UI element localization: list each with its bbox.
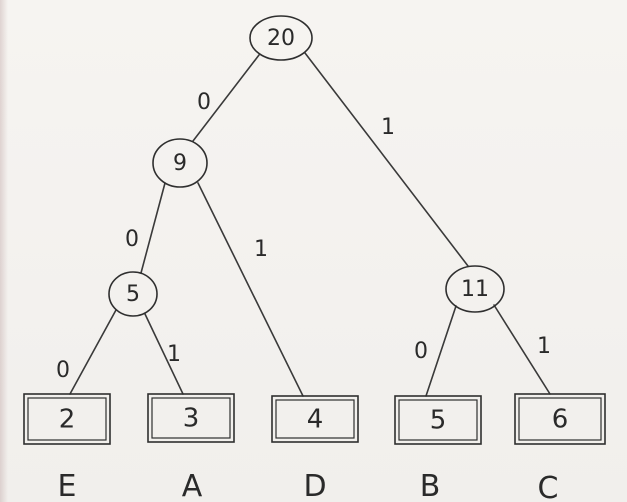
tree-node-root: 20	[249, 15, 313, 61]
leaf-box-inner	[398, 399, 478, 441]
node-circle	[152, 138, 208, 188]
edge-n9-n5	[140, 182, 166, 274]
node-value: 9	[173, 151, 187, 176]
node-circle	[249, 15, 313, 61]
tree-node-n11: 11	[445, 265, 505, 313]
tree-node-n5: 5	[108, 271, 158, 317]
edge-n11-B	[425, 305, 457, 397]
leaf-B: 5B	[394, 395, 482, 502]
edge-bit-label-n11-C: 1	[537, 334, 551, 359]
edge-bit-label-n5-E: 0	[56, 358, 70, 383]
leaf-E: 2E	[23, 393, 111, 502]
leaf-symbol: E	[58, 469, 77, 502]
leaf-weight: 4	[307, 405, 324, 435]
node-circle	[445, 265, 505, 313]
leaf-box	[514, 393, 606, 445]
edge-root-n11	[304, 52, 469, 267]
tree-node-n9: 9	[152, 138, 208, 188]
edge-n11-C	[493, 304, 551, 395]
edge-bit-label-root-n9: 0	[197, 90, 211, 115]
leaf-box	[23, 393, 111, 445]
leaf-box	[394, 395, 482, 445]
node-value: 5	[126, 282, 140, 307]
leaf-symbol: B	[420, 469, 441, 502]
edge-n5-A	[144, 313, 184, 395]
edge-bit-label-n5-A: 1	[167, 342, 181, 367]
edge-bit-label-root-n11: 1	[381, 115, 395, 140]
edge-bit-label-n11-B: 0	[414, 339, 428, 364]
leaf-box-inner	[151, 397, 231, 439]
leaf-symbol: D	[303, 469, 326, 502]
edge-n5-E	[69, 309, 117, 395]
leaf-weight: 2	[59, 405, 76, 435]
leaf-box-inner	[275, 399, 355, 439]
leaf-weight: 3	[183, 404, 200, 434]
leaf-box	[271, 395, 359, 443]
leaf-C: 6C	[514, 393, 606, 502]
leaf-D: 4D	[271, 395, 359, 502]
leaf-weight: 5	[430, 406, 447, 436]
leaf-A: 3A	[147, 393, 235, 502]
leaf-symbol: C	[538, 471, 559, 502]
edge-root-n9	[192, 54, 260, 142]
edges-layer	[69, 52, 551, 397]
edge-labels-layer: 0 1 0 1 0 1 0 1	[56, 90, 551, 383]
node-value: 11	[461, 277, 489, 302]
edge-bit-label-n9-n5: 0	[125, 227, 139, 252]
leaf-box-inner	[27, 397, 107, 441]
leaf-symbol: A	[182, 469, 203, 502]
edge-bit-label-n9-D: 1	[254, 237, 268, 262]
node-value: 20	[267, 26, 295, 51]
leaf-box-inner	[518, 397, 602, 441]
leaf-weight: 6	[552, 405, 569, 435]
page-edge-shadow	[0, 0, 8, 502]
leaf-box	[147, 393, 235, 443]
edge-n9-D	[197, 182, 304, 397]
node-circle	[108, 271, 158, 317]
